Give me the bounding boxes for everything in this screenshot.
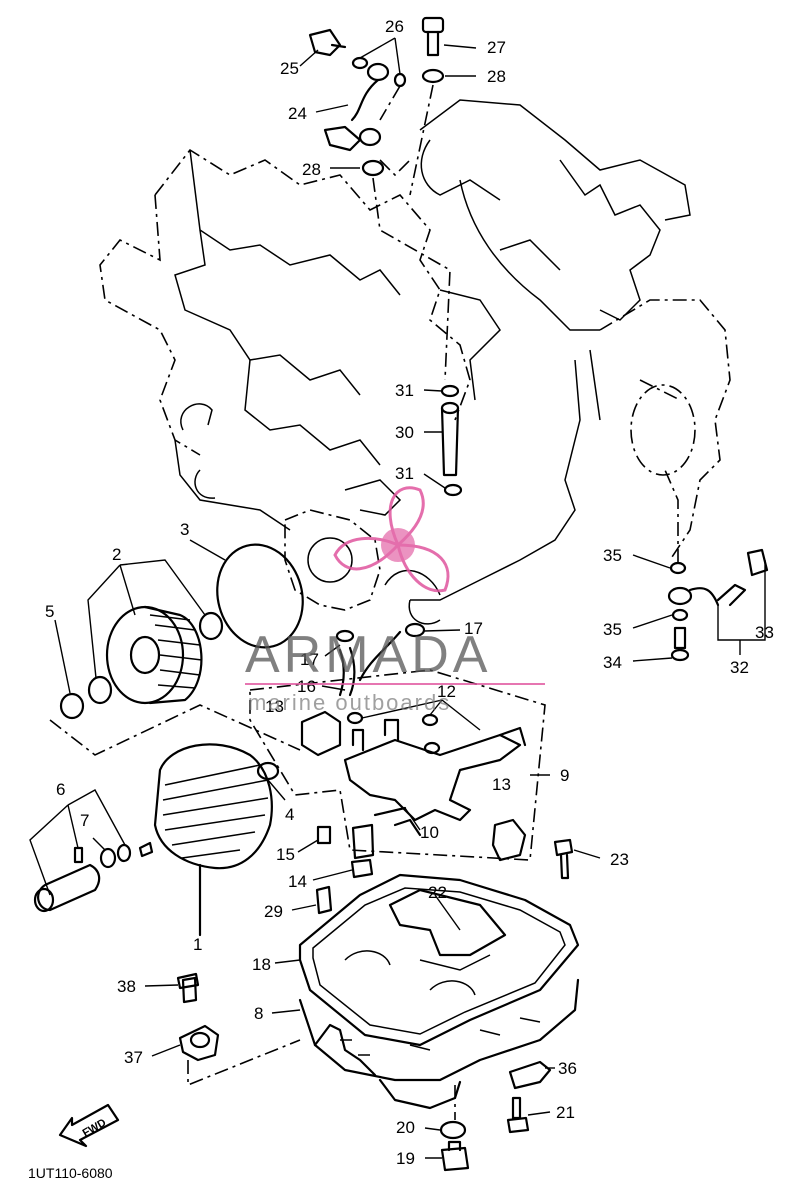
callout-13b: 13 (492, 775, 511, 794)
leaders-30-31 (423, 389, 446, 489)
part-14-15 (297, 823, 375, 881)
part-1-oil-cooler (153, 743, 273, 937)
part-7-oring (99, 843, 132, 869)
callout-22: 22 (428, 883, 447, 902)
callout-31b: 31 (395, 464, 414, 483)
callout-30: 30 (395, 423, 414, 442)
part-34-bolt (670, 626, 690, 662)
callout-18: 18 (252, 955, 271, 974)
callout-32: 32 (730, 658, 749, 677)
callout-26: 26 (385, 17, 404, 36)
callout-19: 19 (396, 1149, 415, 1168)
part-9-manifold (343, 718, 527, 837)
diagram-code: 1UT110-6080 (28, 1165, 113, 1181)
callout-1: 1 (193, 935, 202, 954)
callout-36: 36 (558, 1059, 577, 1078)
part-27-bolt (421, 16, 445, 57)
callout-17b: 17 (464, 619, 483, 638)
callout-25: 25 (280, 59, 299, 78)
callout-14: 14 (288, 872, 307, 891)
part-36-plate (508, 1060, 555, 1090)
watermark-brand: ARMADA (245, 626, 491, 684)
front-direction-arrow: FWD (58, 1103, 120, 1148)
part-10-screen (373, 806, 421, 831)
watermark-tagline: marine outboards (248, 690, 451, 715)
callout-21: 21 (556, 1103, 575, 1122)
leaders-top (299, 37, 477, 381)
part-5-washer (59, 692, 85, 720)
callout-13a: 13 (265, 697, 284, 716)
callout-2: 2 (112, 545, 121, 564)
callout-24: 24 (288, 104, 307, 123)
part-33-cap (746, 548, 769, 577)
part-35-oring (669, 561, 689, 622)
propeller-icon (333, 486, 450, 593)
callout-3: 3 (180, 520, 189, 539)
callout-8: 8 (254, 1004, 263, 1023)
leaders-2-5 (49, 539, 301, 756)
callout-10: 10 (420, 823, 439, 842)
leaders-pan (271, 959, 301, 1014)
callout-5: 5 (45, 602, 54, 621)
part-37-38-sensor (144, 972, 301, 1087)
callout-7: 7 (80, 811, 89, 830)
callout-23: 23 (610, 850, 629, 869)
part-28-washer (361, 68, 445, 177)
part-21-bolt (506, 1096, 551, 1134)
part-2-oil-filter-assy (87, 605, 224, 705)
part-29-dowel (291, 885, 333, 915)
callout-labels: 2 3 4 5 6 7 8 9 10 12 13 13 14 15 16 17 … (45, 17, 774, 1168)
part-3-gasket (216, 543, 304, 649)
part-13-block (300, 710, 527, 862)
watermark-logo (333, 486, 450, 593)
callout-28b: 28 (302, 160, 321, 179)
callout-31a: 31 (395, 381, 414, 400)
callout-38: 38 (117, 977, 136, 996)
callout-37: 37 (124, 1048, 143, 1067)
part-12-oring (346, 699, 481, 755)
part-9-group-box (249, 669, 550, 861)
callout-9: 9 (560, 766, 569, 785)
part-26-oring (351, 56, 407, 88)
part-19-drain-bolt (425, 1085, 470, 1172)
part-20-washer (424, 1120, 467, 1140)
callout-27: 27 (487, 38, 506, 57)
part-24-oil-pipe (323, 62, 390, 152)
leaders-6-7 (29, 789, 126, 896)
callout-34: 34 (603, 653, 622, 672)
callout-35b: 35 (603, 620, 622, 639)
callout-17a: 17 (300, 650, 319, 669)
callout-28a: 28 (487, 67, 506, 86)
part-6-pipe (33, 841, 154, 913)
part-22-baffle (388, 888, 507, 957)
callout-6: 6 (56, 780, 65, 799)
part-8-oil-pan (298, 950, 580, 1110)
part-23-bolt (553, 838, 601, 880)
callout-12: 12 (437, 682, 456, 701)
callout-29: 29 (264, 902, 283, 921)
part-32-oil-pipe (667, 560, 766, 655)
callout-16: 16 (297, 677, 316, 696)
part-30-pipe (440, 401, 460, 477)
part-4-oring (256, 761, 286, 801)
leaders-32-35 (632, 469, 679, 662)
part-18-gasket (298, 873, 580, 1047)
engine-block-outline (99, 99, 731, 625)
callout-35a: 35 (603, 546, 622, 565)
callout-15: 15 (276, 845, 295, 864)
part-25-bolt (308, 28, 347, 57)
front-arrow-label: FWD (81, 1117, 109, 1140)
callout-20: 20 (396, 1118, 415, 1137)
callout-4: 4 (285, 805, 294, 824)
callout-33: 33 (755, 623, 774, 642)
part-16-17-pipes (321, 622, 461, 697)
